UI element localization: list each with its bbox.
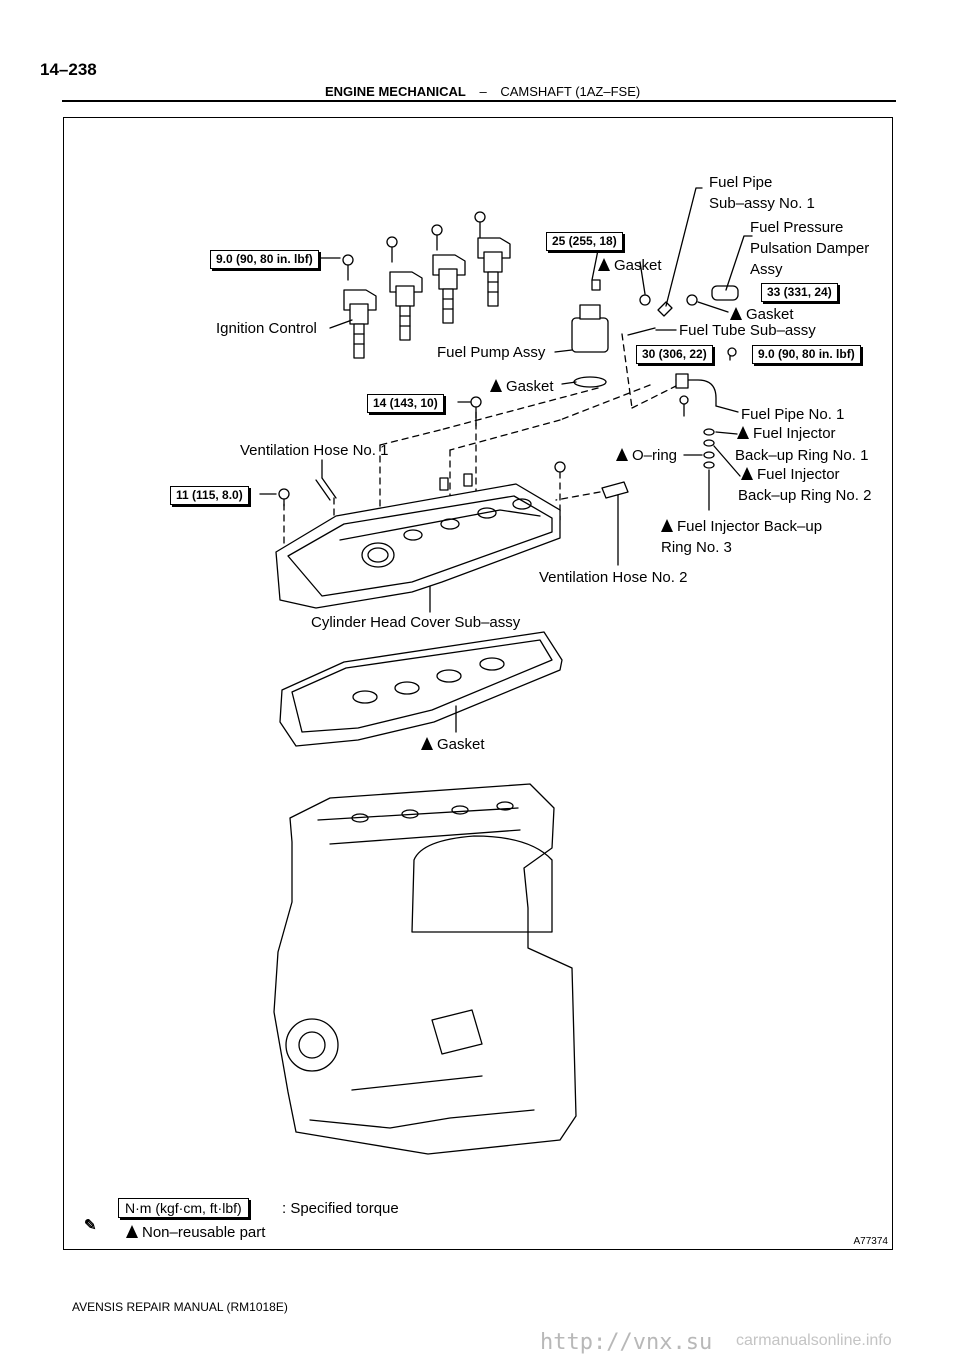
label-text: O–ring	[632, 447, 678, 464]
torque-tube: 30 (306, 22)	[636, 345, 713, 364]
ignition-coils	[343, 237, 511, 359]
label-backup-ring-3b: Ring No. 3	[661, 539, 732, 556]
label-fuel-injector-1b: Back–up Ring No. 1	[735, 447, 869, 464]
legend-torque-desc: : Specified torque	[282, 1200, 399, 1217]
label-fuel-injector-2b: Back–up Ring No. 2	[738, 487, 872, 504]
label-fuel-tube-sub-assy: Fuel Tube Sub–assy	[679, 322, 816, 339]
label-fuel-pump-assy: Fuel Pump Assy	[437, 344, 546, 361]
torque-pump-bolt: 25 (255, 18)	[546, 232, 623, 251]
nonreusable-icon	[616, 448, 628, 461]
page-number: 14–238	[40, 60, 97, 79]
label-text: Gasket	[506, 378, 554, 395]
header-rule	[62, 100, 896, 102]
label-fuel-injector-1a: Fuel Injector	[737, 423, 836, 444]
figure-id: A77374	[853, 1236, 888, 1247]
torque-pipe-bolt: 9.0 (90, 80 in. lbf)	[752, 345, 861, 364]
cylinder-head-cover-part	[275, 473, 561, 609]
nonreusable-icon	[661, 519, 673, 532]
watermark-right[interactable]: carmanualsonline.info	[736, 1332, 892, 1349]
label-gasket-pump-bottom: Gasket	[490, 376, 554, 397]
torque-damper: 33 (331, 24)	[761, 283, 838, 302]
torque-cover-bolt: 11 (115, 8.0)	[170, 486, 249, 505]
fuel-pipe-parts	[315, 285, 739, 501]
label-o-ring: O–ring	[616, 445, 677, 466]
legend-nonreusable: Non–reusable part	[126, 1222, 265, 1243]
coil-bolts	[342, 211, 486, 281]
cover-gasket-part	[279, 631, 563, 747]
label-text: Non–reusable part	[142, 1224, 266, 1241]
page-footer: AVENSIS REPAIR MANUAL (RM1018E)	[72, 1300, 288, 1314]
label-fuel-pipe-sub-assy-2: Sub–assy No. 1	[709, 195, 815, 212]
label-text: Fuel Injector Back–up	[677, 518, 823, 535]
figure-frame	[63, 117, 893, 1250]
fuel-pump-part	[571, 279, 609, 388]
nonreusable-icon	[126, 1225, 138, 1238]
label-gasket-damper: Gasket	[730, 304, 794, 325]
nonreusable-icon	[598, 258, 610, 271]
nonreusable-icon	[490, 379, 502, 392]
label-gasket-cover: Gasket	[421, 734, 485, 755]
label-ventilation-hose-2: Ventilation Hose No. 2	[539, 569, 688, 586]
torque-coil-bolt: 9.0 (90, 80 in. lbf)	[210, 250, 319, 269]
header-separator: –	[479, 84, 487, 99]
header-section: ENGINE MECHANICAL	[325, 84, 466, 99]
label-fuel-pipe-sub-assy-1: Fuel Pipe	[709, 174, 773, 191]
watermark-left[interactable]: http://vnx.su	[540, 1330, 713, 1355]
label-gasket-pump-top: Gasket	[598, 255, 662, 276]
nonreusable-icon	[421, 737, 433, 750]
label-ventilation-hose-1: Ventilation Hose No. 1	[240, 442, 389, 459]
legend-torque-unit: N·m (kgf·cm, ft·lbf)	[118, 1198, 249, 1218]
torque-cover-stud: 14 (143, 10)	[367, 394, 444, 413]
label-fuel-pipe-no1: Fuel Pipe No. 1	[741, 406, 845, 423]
engine-block-part	[273, 783, 577, 1155]
leader-lines	[259, 187, 753, 733]
label-text: Gasket	[614, 257, 662, 274]
label-ignition-control: Ignition Control	[216, 320, 317, 337]
nonreusable-icon	[730, 307, 742, 320]
nonreusable-icon	[737, 426, 749, 439]
label-text: Gasket	[437, 736, 485, 753]
label-backup-ring-3a: Fuel Injector Back–up	[661, 516, 822, 537]
nonreusable-icon	[741, 467, 753, 480]
label-fuel-injector-2a: Fuel Injector	[741, 464, 840, 485]
label-fuel-pressure-1: Fuel Pressure	[750, 219, 844, 236]
label-fuel-pressure-3: Assy	[750, 261, 783, 278]
label-text: Fuel Injector	[757, 466, 840, 483]
label-text: Fuel Injector	[753, 425, 836, 442]
label-fuel-pressure-2: Pulsation Damper	[750, 240, 870, 257]
label-text: Gasket	[746, 306, 794, 323]
page-header: ENGINE MECHANICAL – CAMSHAFT (1AZ–FSE)	[325, 84, 640, 99]
cover-fasteners	[278, 396, 566, 507]
label-cylinder-head-cover: Cylinder Head Cover Sub–assy	[311, 614, 521, 631]
header-subsection: CAMSHAFT (1AZ–FSE)	[500, 84, 641, 99]
wrench-icon: ✎	[84, 1217, 97, 1234]
